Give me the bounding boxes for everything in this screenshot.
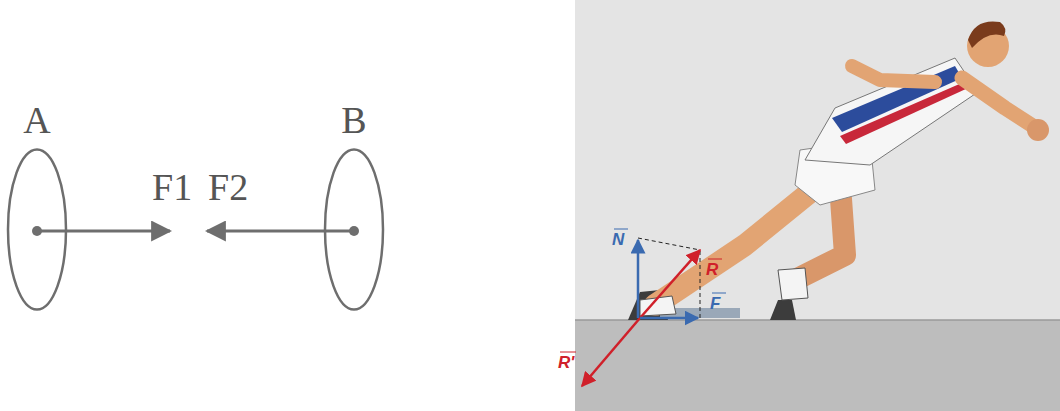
vector-label: N	[612, 230, 624, 250]
force-point: B	[322, 100, 386, 315]
vector-label: R	[706, 260, 718, 280]
circle-outline	[322, 144, 386, 315]
point-letter: A	[5, 100, 69, 140]
force-arrows	[32, 226, 359, 236]
force-vectors	[560, 229, 726, 386]
force-label: F2	[208, 165, 248, 209]
vector-label: F	[710, 294, 720, 314]
point-letter: B	[322, 100, 386, 140]
vector-label: R'	[558, 353, 574, 373]
sprinter-illustration	[575, 0, 1060, 411]
circle-outline	[5, 144, 69, 315]
force-label: F1	[152, 165, 192, 209]
force-point: A	[5, 100, 69, 315]
